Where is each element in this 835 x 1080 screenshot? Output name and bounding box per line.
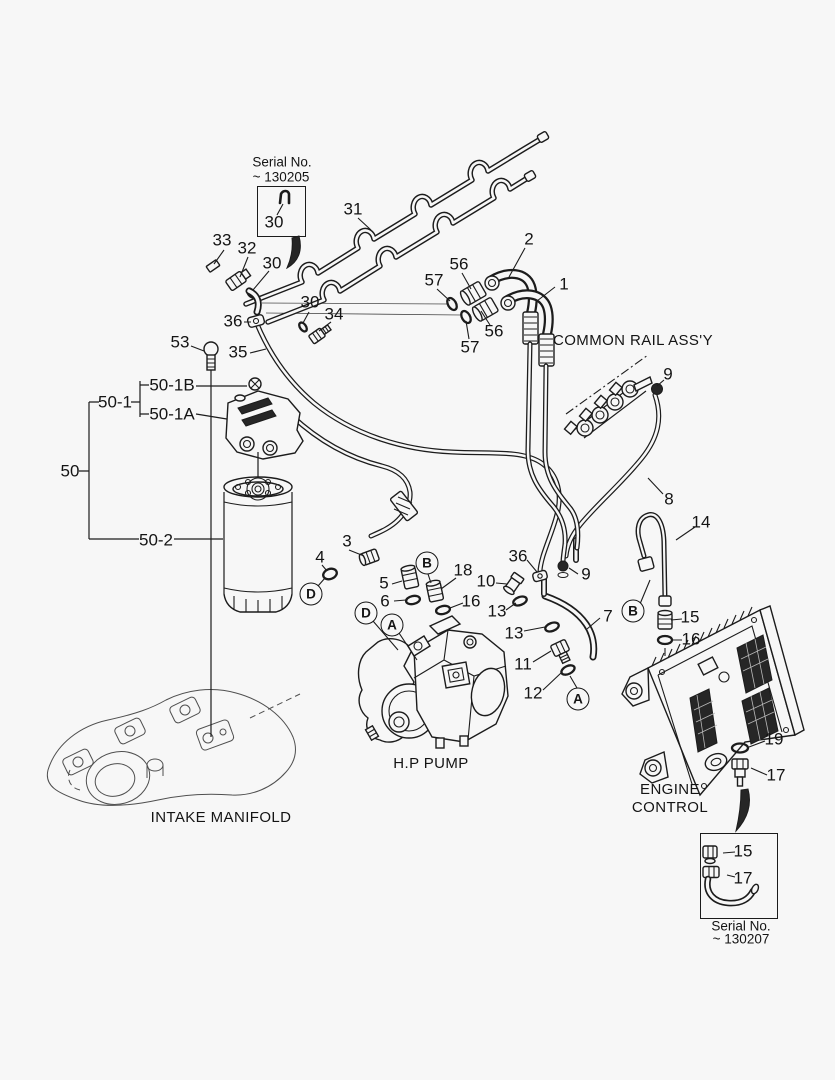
part-label-50-2: 50-2 (138, 530, 174, 550)
part-label-32: 32 (237, 238, 257, 258)
ref-letter-B: B (621, 599, 645, 623)
fuel-hoses (254, 321, 672, 661)
part-label-18: 18 (453, 560, 473, 580)
part-label-35: 35 (228, 342, 248, 362)
part-label-53: 53 (170, 332, 190, 352)
serial-number-text: Serial No. (252, 154, 312, 170)
ref-letter-A: A (566, 687, 590, 711)
part-label-30: 30 (264, 212, 284, 232)
pump-side-fittings-drawing (503, 560, 576, 676)
part-label-15: 15 (680, 607, 700, 627)
serial-callout-contents (278, 189, 760, 907)
ref-letter-D: D (299, 582, 323, 606)
part-label-36: 36 (223, 311, 243, 331)
part-label-57: 57 (460, 337, 480, 357)
part-label-34: 34 (324, 304, 344, 324)
fuel-filter-drawing (203, 341, 304, 613)
part-label-13: 13 (504, 623, 524, 643)
part-label-30: 30 (300, 292, 320, 312)
left-fittings-drawing (205, 259, 332, 345)
serial-callout-box (700, 833, 778, 919)
part-label-2: 2 (524, 229, 534, 249)
ref-letter-D: D (354, 601, 378, 625)
ref-letter-A: A (380, 613, 404, 637)
part-label-12: 12 (523, 683, 543, 703)
part-label-11: 11 (514, 654, 532, 674)
component-label-common-rail-ass-y: COMMON RAIL ASS'Y (553, 332, 713, 349)
leader-lines (190, 203, 768, 878)
injection-pipes-31-drawing (243, 131, 550, 325)
rail-ports (563, 380, 639, 437)
part-label-17: 17 (766, 765, 786, 785)
part-label-5: 5 (379, 573, 389, 593)
serial-number-text: ~ 130207 (712, 931, 770, 947)
hp-pump-drawing (322, 548, 509, 749)
part-label-13: 13 (487, 601, 507, 621)
serial-number-text: Serial No. (711, 918, 771, 934)
part-label-31: 31 (343, 199, 363, 219)
serial-callout-box (257, 186, 306, 237)
component-label-engine-control: ENGINE CONTROL (631, 781, 709, 816)
part-label-9: 9 (581, 564, 591, 584)
part-label-16: 16 (461, 591, 481, 611)
part-label-19: 19 (764, 729, 784, 749)
part-label-9: 9 (663, 364, 673, 384)
part-label-56: 56 (449, 254, 469, 274)
part-label-33: 33 (212, 230, 232, 250)
component-label-h-p-pump: H.P PUMP (393, 755, 469, 772)
part-label-4: 4 (315, 547, 325, 567)
part-label-14: 14 (691, 512, 711, 532)
part-label-3: 3 (342, 531, 352, 551)
part-label-1: 1 (559, 274, 569, 294)
part-label-30: 30 (262, 253, 282, 273)
part-label-50: 50 (60, 461, 80, 481)
part-label-8: 8 (664, 489, 674, 509)
part-label-57: 57 (424, 270, 444, 290)
part-label-50-1B: 50-1B (149, 375, 195, 395)
part-label-10: 10 (476, 571, 496, 591)
component-label-intake-manifold: INTAKE MANIFOLD (150, 809, 292, 826)
serial-number-text: ~ 130205 (252, 169, 310, 185)
part-label-56: 56 (484, 321, 504, 341)
part-label-50-1: 50-1 (97, 392, 133, 412)
elbow-fittings-1-2-drawing (446, 269, 581, 565)
part-label-36: 36 (508, 546, 528, 566)
ref-letter-B: B (415, 551, 439, 575)
common-rail-drawing (563, 354, 663, 439)
part-label-16: 16 (681, 629, 701, 649)
part-label-6: 6 (380, 591, 390, 611)
bracket-lines (79, 302, 462, 737)
part-label-50-1A: 50-1A (149, 404, 195, 424)
part-label-7: 7 (603, 606, 613, 626)
part-label-15: 15 (733, 841, 753, 861)
engine-control-drawing (621, 605, 805, 833)
part-label-17: 17 (733, 868, 753, 888)
